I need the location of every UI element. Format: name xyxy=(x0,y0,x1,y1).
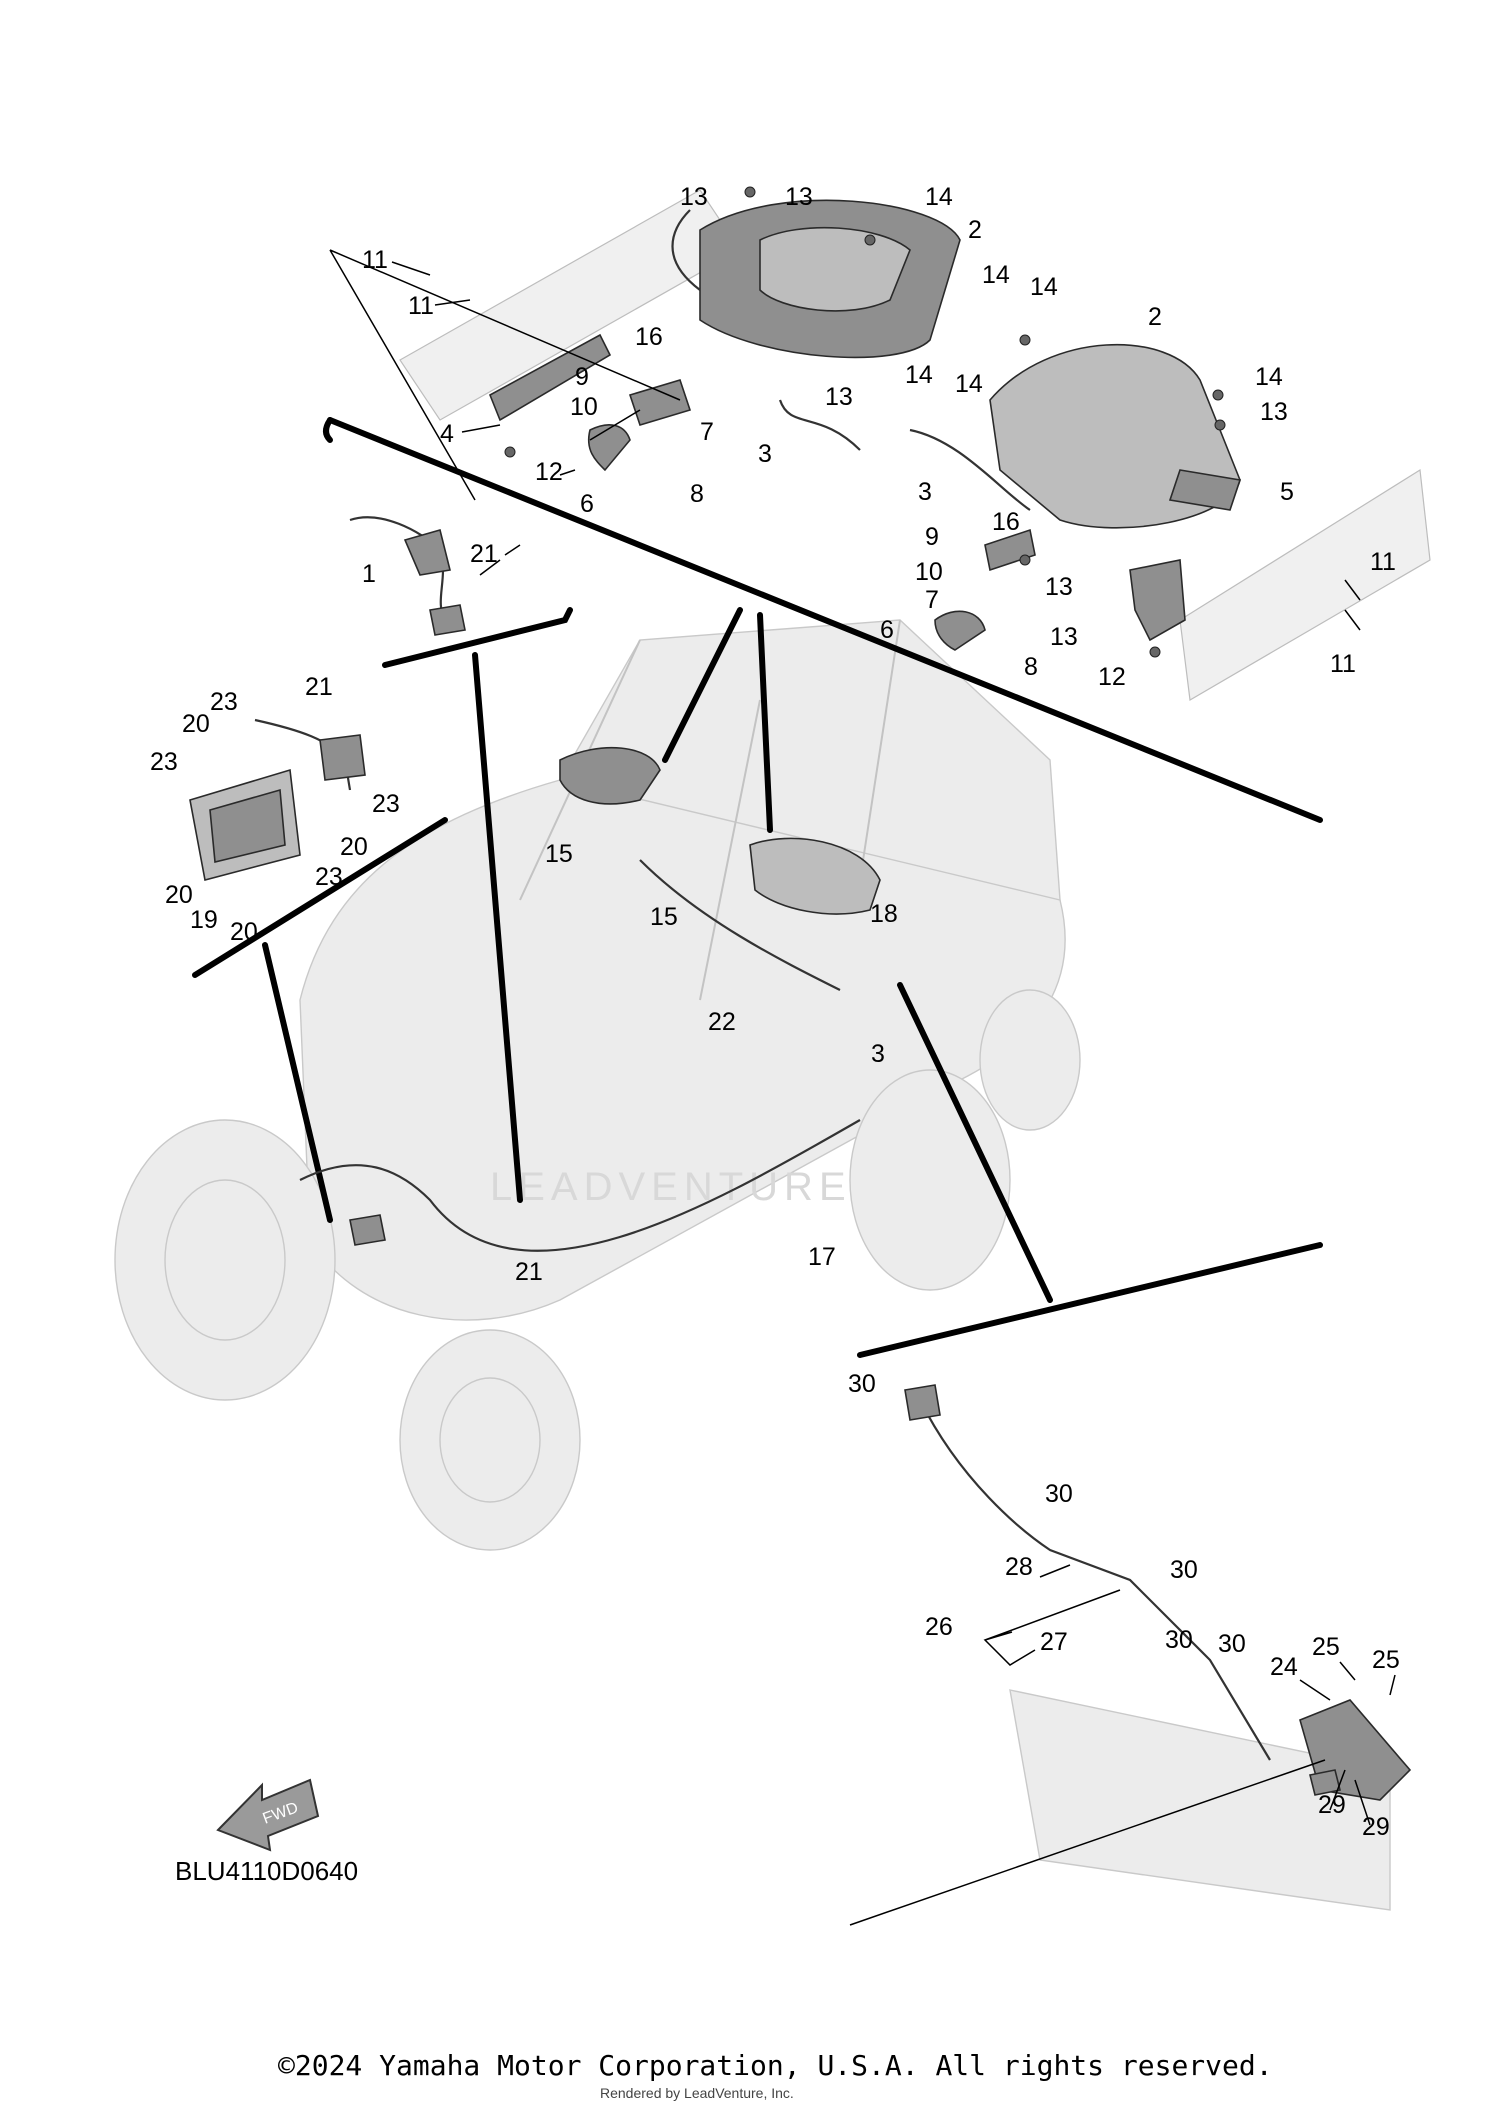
harness-panel xyxy=(857,1242,1412,1911)
leader-lines xyxy=(391,261,1396,1926)
switch-panel xyxy=(349,516,573,668)
callout-14: 14 xyxy=(905,361,933,389)
callout-20: 20 xyxy=(340,833,368,861)
callout-2: 2 xyxy=(1148,303,1162,331)
callout-16: 16 xyxy=(635,323,663,351)
callout-17: 17 xyxy=(808,1243,836,1271)
callout-11: 11 xyxy=(362,246,388,274)
diagram-code: BLU4110D0640 xyxy=(175,1856,358,1886)
callout-18: 18 xyxy=(870,900,898,928)
callout-4: 4 xyxy=(440,420,454,448)
callout-1: 1 xyxy=(362,560,376,588)
callout-13: 13 xyxy=(1050,623,1078,651)
callout-19: 19 xyxy=(190,906,218,934)
callout-6: 6 xyxy=(580,490,594,518)
callout-5: 5 xyxy=(1280,478,1294,506)
callout-16: 16 xyxy=(992,508,1020,536)
callout-29: 29 xyxy=(1362,1813,1390,1841)
callout-12: 12 xyxy=(535,458,563,486)
callout-8: 8 xyxy=(690,480,704,508)
callout-30: 30 xyxy=(1170,1556,1198,1584)
callout-25: 25 xyxy=(1312,1633,1340,1661)
callout-3: 3 xyxy=(758,440,772,468)
rendered-by-text: Rendered by LeadVenture, Inc. xyxy=(600,2085,794,2101)
ecu-panel xyxy=(189,718,448,978)
callout-7: 7 xyxy=(700,418,714,446)
callout-21: 21 xyxy=(515,1258,543,1286)
callout-3: 3 xyxy=(871,1040,885,1068)
callout-11: 11 xyxy=(1330,650,1356,678)
fwd-arrow-icon: FWD xyxy=(216,1778,320,1852)
callout-24: 24 xyxy=(1270,1653,1298,1681)
callout-25: 25 xyxy=(1372,1646,1400,1674)
callout-13: 13 xyxy=(680,183,708,211)
callout-20: 20 xyxy=(165,881,193,909)
callout-9: 9 xyxy=(575,363,589,391)
callout-21: 21 xyxy=(470,540,498,568)
callout-12: 12 xyxy=(1098,663,1126,691)
callout-8: 8 xyxy=(1024,653,1038,681)
callout-23: 23 xyxy=(210,688,238,716)
callout-22: 22 xyxy=(708,1008,736,1036)
callout-30: 30 xyxy=(1045,1480,1073,1508)
callout-13: 13 xyxy=(1045,573,1073,601)
callout-14: 14 xyxy=(1030,273,1058,301)
callout-30: 30 xyxy=(1218,1630,1246,1658)
top-panel xyxy=(323,186,1431,823)
copyright-text: ©2024 Yamaha Motor Corporation, U.S.A. A… xyxy=(278,2049,1273,2082)
watermark-text: LEADVENTURE xyxy=(490,1165,852,1209)
callout-28: 28 xyxy=(1005,1553,1033,1581)
callout-15: 15 xyxy=(650,903,678,931)
callout-26: 26 xyxy=(925,1613,953,1641)
callout-14: 14 xyxy=(1255,363,1283,391)
callout-30: 30 xyxy=(1165,1626,1193,1654)
callout-13: 13 xyxy=(1260,398,1288,426)
callout-23: 23 xyxy=(315,863,343,891)
callout-23: 23 xyxy=(372,790,400,818)
callout-10: 10 xyxy=(570,393,598,421)
callout-21: 21 xyxy=(305,673,333,701)
callout-labels: 1 2 2 3 3 3 4 5 6 6 7 7 8 8 9 9 10 10 11… xyxy=(150,183,1400,1841)
callout-23: 23 xyxy=(150,748,178,776)
callout-3: 3 xyxy=(918,478,932,506)
callout-15: 15 xyxy=(545,840,573,868)
callout-2: 2 xyxy=(968,216,982,244)
callout-11: 11 xyxy=(408,292,434,320)
callout-13: 13 xyxy=(785,183,813,211)
callout-7: 7 xyxy=(925,586,939,614)
callout-10: 10 xyxy=(915,558,943,586)
callout-14: 14 xyxy=(955,370,983,398)
callout-30: 30 xyxy=(848,1370,876,1398)
callout-11: 11 xyxy=(1370,548,1396,576)
callout-20: 20 xyxy=(230,918,258,946)
callout-6: 6 xyxy=(880,616,894,644)
callout-9: 9 xyxy=(925,523,939,551)
callout-13: 13 xyxy=(825,383,853,411)
callout-27: 27 xyxy=(1040,1628,1068,1656)
callout-20: 20 xyxy=(182,710,210,738)
callout-14: 14 xyxy=(982,261,1010,289)
callout-14: 14 xyxy=(925,183,953,211)
